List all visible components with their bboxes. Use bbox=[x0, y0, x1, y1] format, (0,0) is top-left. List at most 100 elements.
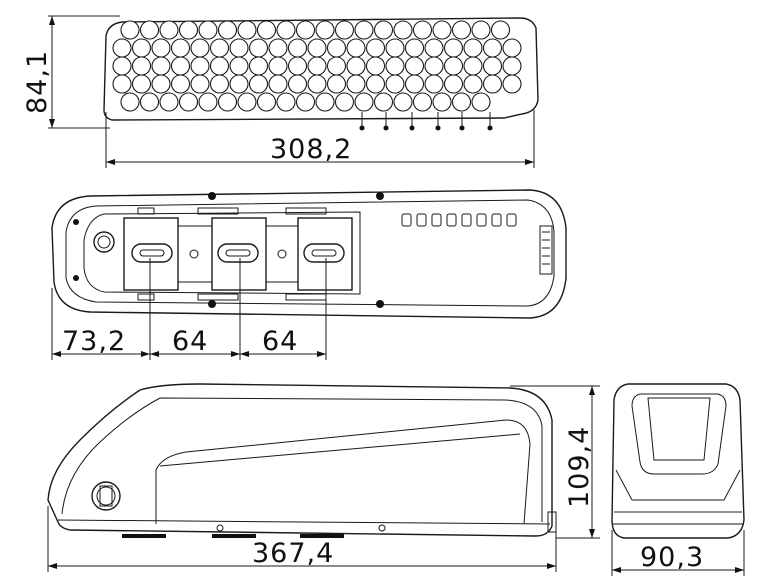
battery-cell bbox=[365, 74, 386, 94]
battery-cell bbox=[229, 56, 249, 76]
battery-cell bbox=[131, 38, 152, 58]
battery-cell bbox=[131, 74, 152, 94]
housing-top-outline bbox=[51, 189, 567, 319]
battery-cell bbox=[373, 20, 394, 40]
terminal-tip bbox=[383, 125, 389, 131]
battery-cell bbox=[412, 92, 433, 112]
battery-cell bbox=[471, 92, 491, 112]
battery-cell bbox=[393, 20, 413, 40]
battery-cell bbox=[217, 92, 238, 112]
battery-cell bbox=[170, 74, 191, 94]
battery-cell bbox=[346, 74, 366, 94]
battery-cell bbox=[482, 74, 503, 94]
led-indicator bbox=[461, 213, 472, 227]
battery-cell bbox=[451, 92, 472, 112]
battery-cell bbox=[385, 74, 405, 94]
cell-grid bbox=[112, 20, 522, 112]
battery-cell bbox=[354, 20, 374, 40]
battery-cell bbox=[326, 74, 347, 94]
cell-pack-outline bbox=[103, 17, 539, 121]
battery-cell bbox=[424, 74, 444, 94]
battery-cell bbox=[385, 38, 405, 58]
battery-cell bbox=[268, 56, 288, 76]
battery-cell bbox=[159, 20, 179, 40]
battery-cell bbox=[315, 20, 335, 40]
battery-cell bbox=[256, 92, 277, 112]
battery-cell bbox=[248, 38, 269, 58]
battery-cell bbox=[120, 20, 140, 40]
battery-cell bbox=[248, 56, 269, 76]
battery-cell bbox=[404, 74, 425, 94]
battery-cell bbox=[307, 38, 327, 58]
dim-housing-width: 90,3 bbox=[611, 530, 745, 576]
dim-pack-height: 84,1 bbox=[22, 15, 120, 129]
battery-cell bbox=[502, 74, 522, 94]
battery-cell bbox=[151, 56, 171, 76]
battery-cell bbox=[237, 92, 257, 112]
end-view-outline bbox=[611, 383, 745, 539]
housing-side-outline bbox=[47, 383, 553, 537]
battery-cell bbox=[268, 38, 288, 58]
battery-cell bbox=[268, 74, 288, 94]
battery-cell bbox=[287, 74, 308, 94]
battery-cell bbox=[209, 56, 230, 76]
battery-cell bbox=[276, 20, 296, 40]
terminal-tip bbox=[359, 125, 365, 131]
battery-cell bbox=[315, 92, 335, 112]
battery-cell bbox=[365, 56, 386, 76]
battery-cell bbox=[170, 38, 191, 58]
battery-cell bbox=[209, 38, 230, 58]
battery-cell bbox=[295, 20, 316, 40]
battery-cell bbox=[346, 56, 366, 76]
housing-height-label: 109,4 bbox=[564, 426, 595, 508]
battery-cell bbox=[424, 56, 444, 76]
pitch-1-label: 64 bbox=[172, 326, 208, 357]
pack-length-label: 308,2 bbox=[270, 134, 352, 165]
cell-pack-view bbox=[103, 17, 539, 131]
led-indicator bbox=[506, 213, 517, 227]
battery-cell bbox=[463, 56, 483, 76]
battery-cell bbox=[365, 38, 386, 58]
terminal-tip bbox=[435, 125, 441, 131]
housing-width-label: 90,3 bbox=[640, 542, 704, 573]
battery-cell bbox=[112, 56, 132, 76]
battery-cell bbox=[354, 92, 374, 112]
side-lock-icon bbox=[91, 481, 121, 511]
battery-cell bbox=[190, 38, 210, 58]
battery-cell bbox=[151, 74, 171, 94]
battery-cell bbox=[502, 38, 522, 58]
led-indicator bbox=[431, 213, 442, 227]
battery-cell bbox=[502, 56, 522, 76]
terminal-tip bbox=[487, 125, 493, 131]
battery-cell bbox=[326, 38, 347, 58]
battery-cell bbox=[404, 38, 425, 58]
battery-cell bbox=[412, 20, 433, 40]
housing-side-view bbox=[47, 383, 557, 538]
battery-cell bbox=[463, 74, 483, 94]
housing-length-label: 367,4 bbox=[252, 538, 334, 569]
battery-cell bbox=[295, 92, 316, 112]
battery-cell bbox=[482, 38, 503, 58]
battery-cell bbox=[151, 38, 171, 58]
battery-cell bbox=[112, 74, 132, 94]
battery-cell bbox=[237, 20, 257, 40]
battery-cell bbox=[217, 20, 238, 40]
battery-cell bbox=[248, 74, 269, 94]
battery-cell bbox=[276, 92, 296, 112]
dim-mount-spacing: 73,2 64 64 bbox=[51, 258, 327, 360]
battery-cell bbox=[451, 20, 472, 40]
battery-cell bbox=[443, 38, 464, 58]
battery-cell bbox=[190, 56, 210, 76]
battery-cell bbox=[178, 92, 199, 112]
battery-cell bbox=[229, 38, 249, 58]
battery-cell bbox=[404, 56, 425, 76]
lock-icon bbox=[93, 231, 115, 253]
battery-cell bbox=[424, 38, 444, 58]
battery-cell bbox=[131, 56, 152, 76]
dim-pack-length: 308,2 bbox=[105, 110, 535, 168]
battery-cell bbox=[198, 92, 218, 112]
terminal-tip bbox=[409, 125, 415, 131]
battery-cell bbox=[432, 92, 452, 112]
